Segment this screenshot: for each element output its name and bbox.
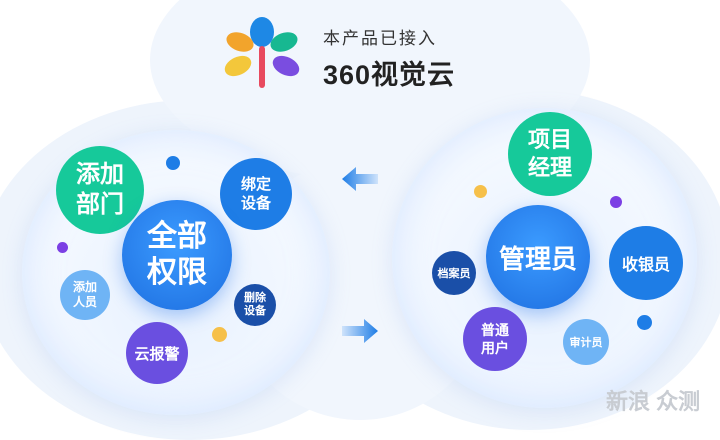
node-all-permissions: 全部 权限	[122, 200, 232, 310]
decor-dot	[166, 156, 180, 170]
decor-dot	[57, 242, 68, 253]
decor-dot	[637, 315, 652, 330]
decor-dot	[474, 185, 487, 198]
watermark: 新浪 众测	[606, 389, 701, 414]
arrow-right-icon	[342, 319, 378, 343]
logo-tagline: 本产品已接入	[323, 29, 437, 48]
node-bind-device: 绑定 设备	[220, 158, 292, 230]
arrow-left-icon	[342, 167, 378, 191]
node-administrator: 管理员	[486, 205, 590, 309]
node-cloud-alarm: 云报警	[126, 322, 188, 384]
logo-brand-name: 360视觉云	[323, 60, 456, 90]
node-cashier: 收银员	[609, 226, 683, 300]
node-auditor: 审计员	[563, 319, 609, 365]
node-delete-device: 删除 设备	[234, 284, 276, 326]
decor-dot	[212, 327, 227, 342]
node-archivist: 档案员	[432, 251, 476, 295]
node-add-department: 添加 部门	[56, 146, 144, 234]
node-project-manager: 项目 经理	[508, 112, 592, 196]
flower-logo-icon	[224, 17, 300, 88]
decor-dot	[610, 196, 622, 208]
node-add-person: 添加 人员	[60, 270, 110, 320]
node-regular-user: 普通 用户	[463, 307, 527, 371]
